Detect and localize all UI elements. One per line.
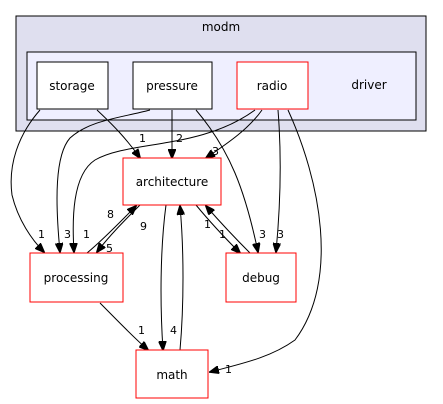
node-math-label: math: [156, 368, 187, 382]
node-debug-label: debug: [242, 271, 280, 285]
cluster-modm-label: modm: [202, 20, 240, 34]
node-storage[interactable]: storage: [36, 61, 109, 110]
edge-label-radio-processing: 1: [83, 228, 90, 241]
edge-label-processing-math: 1: [138, 324, 145, 337]
edge-pressure-processing[interactable]: [57, 109, 151, 252]
edge-label-math-architecture: 4: [170, 324, 177, 337]
cluster-driver-label: driver: [351, 78, 386, 92]
node-math[interactable]: math: [135, 349, 209, 399]
node-processing[interactable]: processing: [29, 252, 124, 303]
node-radio[interactable]: radio: [236, 61, 309, 110]
edge-label-radio-math: 1: [225, 363, 232, 376]
edge-pressure-debug[interactable]: [195, 109, 258, 252]
edge-architecture-processing[interactable]: [97, 204, 141, 252]
edge-label-storage-processing: 1: [38, 228, 45, 241]
edge-label-pressure-debug: 3: [259, 228, 266, 241]
node-processing-label: processing: [44, 271, 109, 285]
edge-label-pressure-processing: 3: [64, 228, 71, 241]
node-radio-label: radio: [257, 79, 288, 93]
node-architecture-label: architecture: [136, 175, 209, 189]
node-pressure-label: pressure: [146, 79, 198, 93]
node-debug[interactable]: debug: [225, 252, 297, 303]
edge-processing-math[interactable]: [99, 302, 148, 350]
edges: 1 1 2 3 3 3 1 3 1 5 8 1: [10, 109, 322, 376]
node-architecture[interactable]: architecture: [122, 157, 222, 206]
edge-storage-processing[interactable]: [10, 109, 44, 252]
edge-label-architecture-processing: 5: [106, 242, 113, 255]
edge-label-storage-architecture: 1: [139, 132, 146, 145]
edge-label-radio-architecture: 3: [212, 145, 219, 158]
edge-storage-architecture[interactable]: [96, 109, 140, 158]
edge-radio-architecture[interactable]: [206, 109, 263, 158]
edge-label-debug-architecture: 1: [219, 228, 226, 241]
edge-label-radio-debug: 3: [277, 228, 284, 241]
node-storage-label: storage: [49, 79, 95, 93]
edge-debug-architecture[interactable]: [206, 206, 251, 254]
edge-architecture-math[interactable]: [161, 204, 166, 350]
edge-label-architecture-debug: 1: [204, 218, 211, 231]
edge-label-processing-architecture: 8: [107, 208, 114, 221]
edge-architecture-debug[interactable]: [195, 204, 240, 253]
edge-math-architecture[interactable]: [180, 206, 183, 351]
edge-radio-math[interactable]: [210, 109, 322, 372]
edge-label-pressure-architecture: 2: [176, 132, 183, 145]
edge-radio-debug[interactable]: [276, 109, 280, 252]
edge-radio-processing[interactable]: [73, 109, 256, 252]
edge-label-architecture-math: 9: [140, 220, 147, 233]
node-pressure[interactable]: pressure: [132, 61, 213, 110]
edge-processing-architecture[interactable]: [86, 206, 136, 254]
